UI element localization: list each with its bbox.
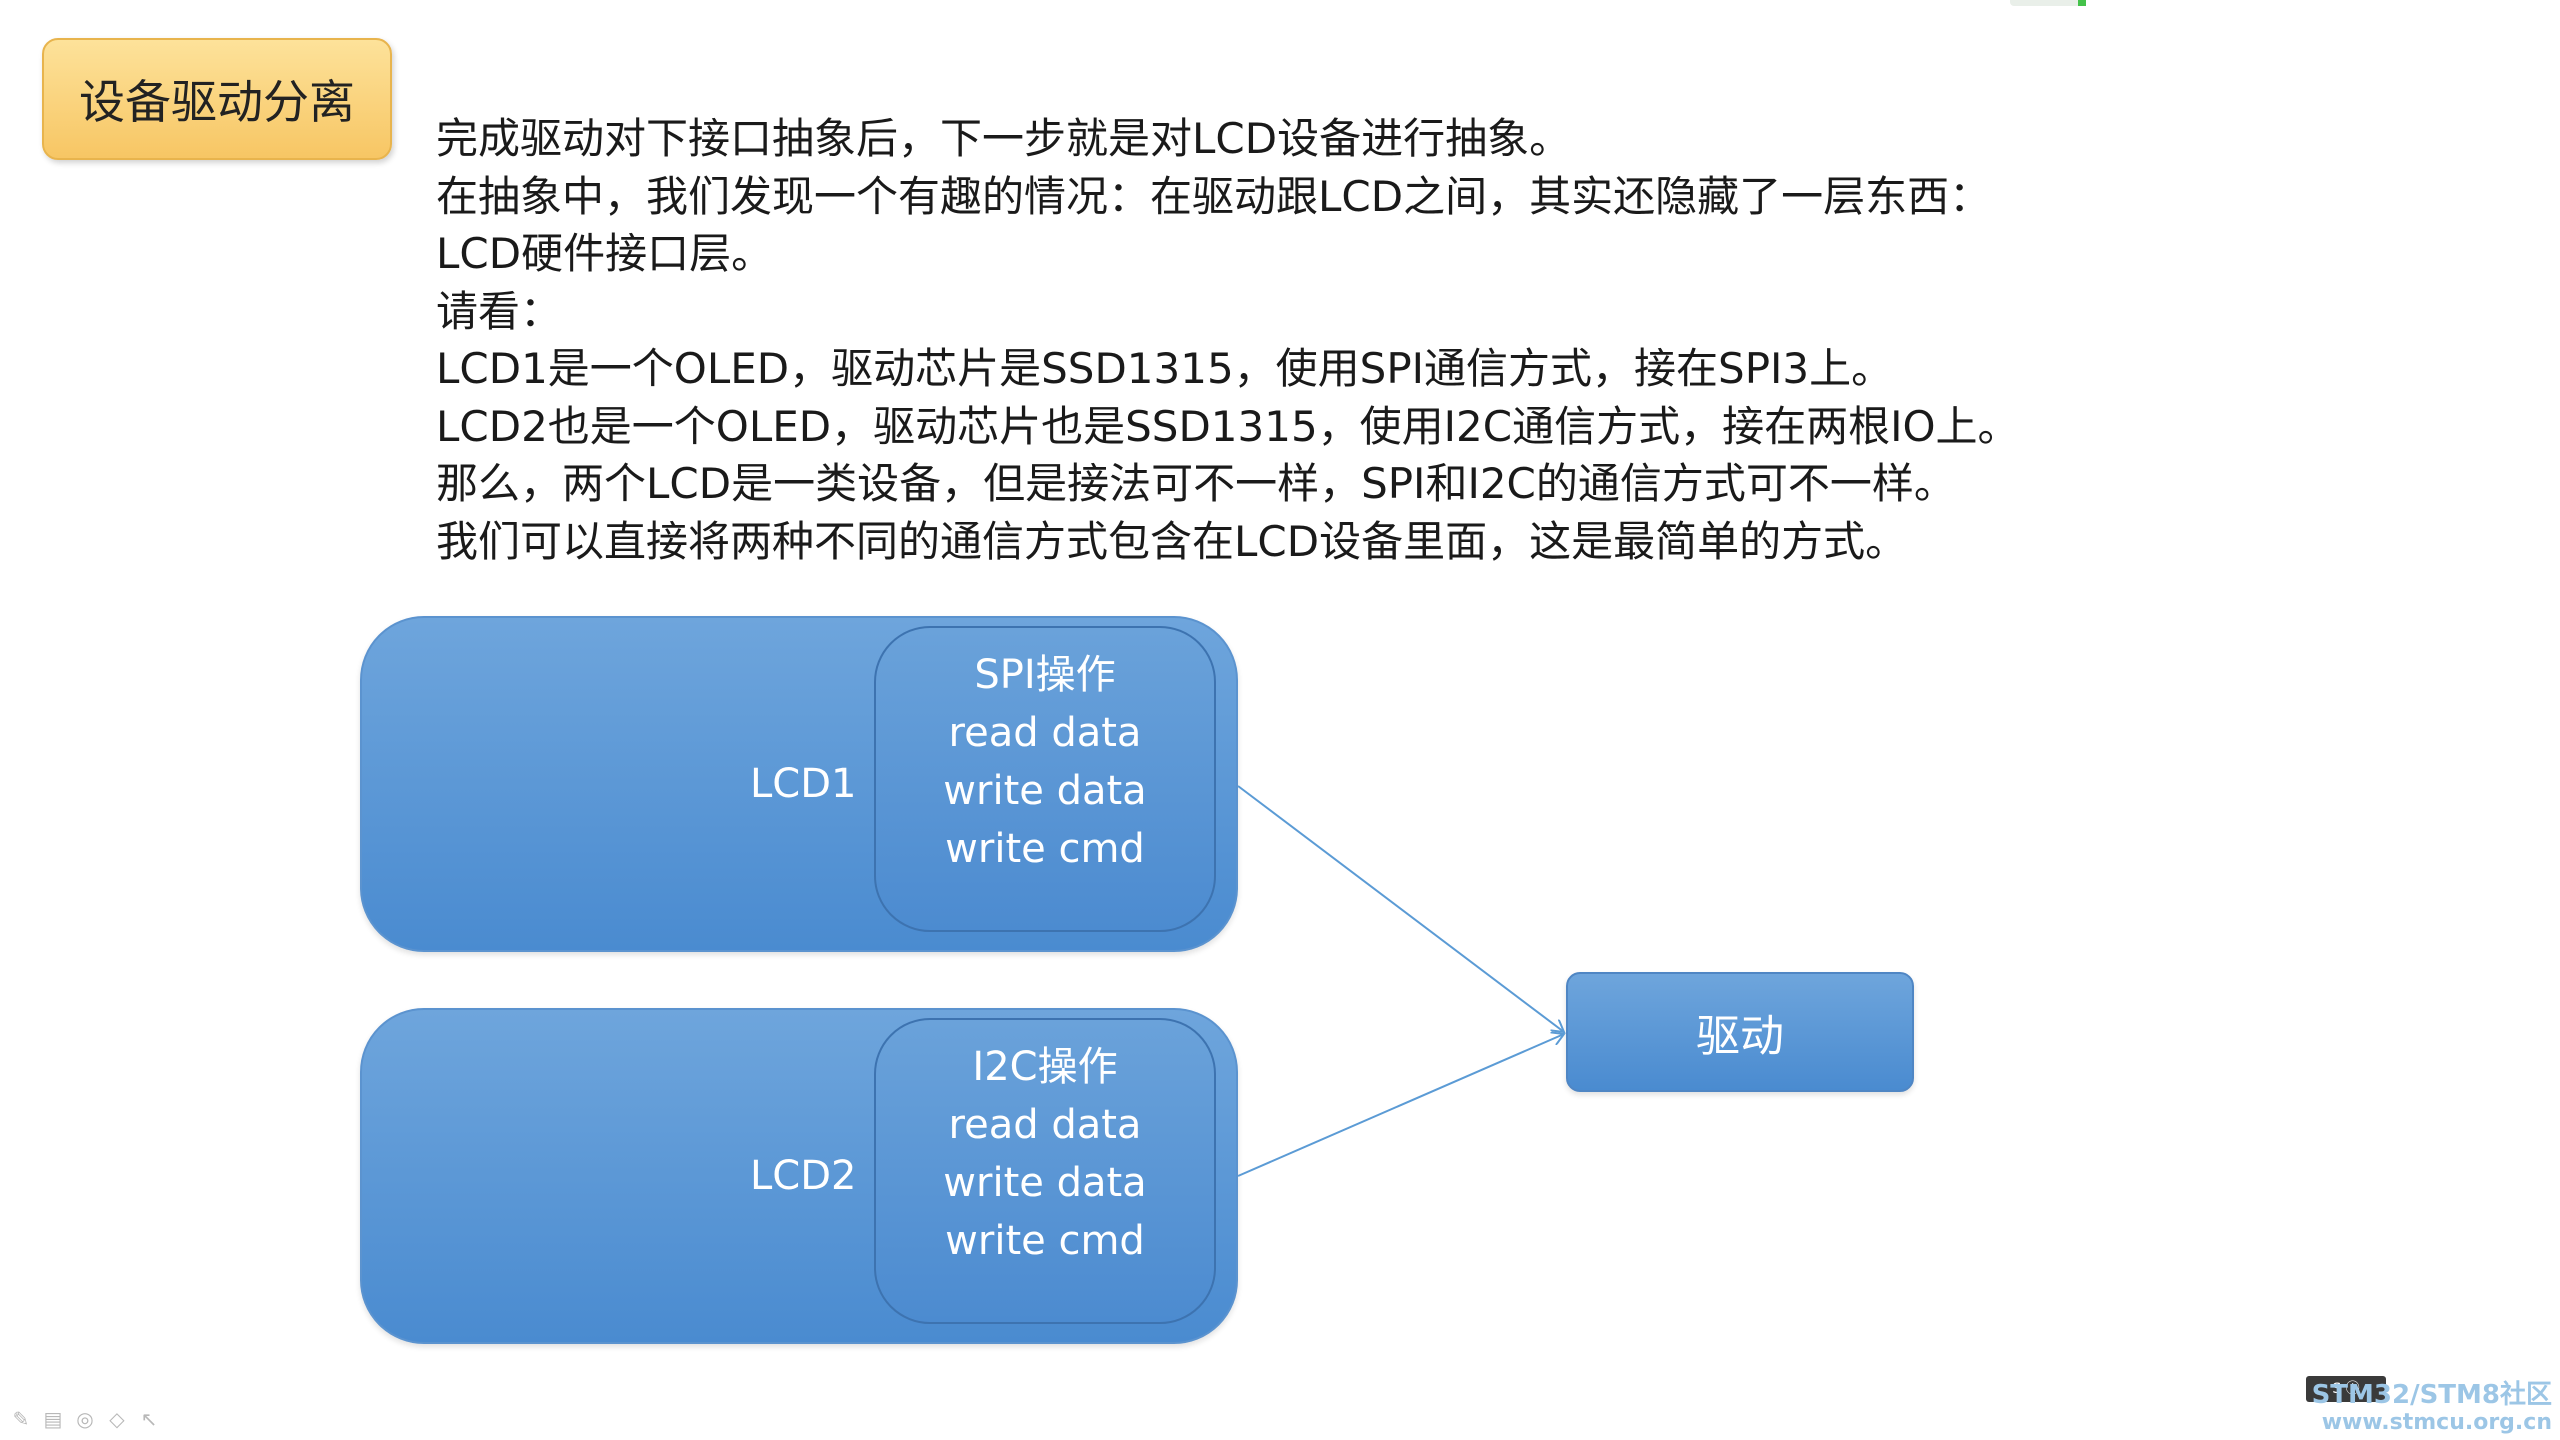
body-line: 在抽象中，我们发现一个有趣的情况：在驱动跟LCD之间，其实还隐藏了一层东西： — [436, 171, 1992, 221]
body-line: 完成驱动对下接口抽象后，下一步就是对LCD设备进行抽象。 — [436, 114, 1572, 163]
cursor-icon[interactable]: ↖ — [140, 1407, 158, 1431]
spi-op-write-cmd: write cmd — [945, 826, 1145, 872]
pointer-circle-icon[interactable]: ◎ — [76, 1407, 94, 1431]
body-line: 那么，两个LCD是一类设备，但是接法可不一样，SPI和I2C的通信方式可不一样。 — [436, 459, 1956, 508]
top-status-mark — [2010, 0, 2086, 6]
spi-ops-box: SPI操作 read data write data write cmd — [874, 626, 1216, 932]
slides-icon[interactable]: ▤ — [43, 1407, 63, 1431]
lcd2-box: LCD2 I2C操作 read data write data write cm… — [360, 1008, 1238, 1344]
i2c-op-write-cmd: write cmd — [945, 1218, 1145, 1264]
lcd1-label: LCD1 — [750, 761, 857, 807]
connector-lcd2-to-driver — [1237, 1034, 1564, 1177]
watermark-badge: S ⓘ — [2306, 1376, 2386, 1402]
i2c-op-read-data: read data — [948, 1102, 1142, 1148]
watermark-line1: STM32/STM8社区 — [2311, 1380, 2552, 1410]
body-line: 我们可以直接将两种不同的通信方式包含在LCD设备里面，这是最简单的方式。 — [436, 516, 1908, 566]
i2c-op-write-data: write data — [943, 1160, 1147, 1206]
i2c-ops-box: I2C操作 read data write data write cmd — [874, 1018, 1216, 1324]
watermark: STM32/STM8社区 www.stmcu.org.cn — [2312, 1380, 2552, 1436]
driver-box: 驱动 — [1566, 972, 1914, 1092]
slide-title: 设备驱动分离 — [42, 38, 392, 160]
connector-lcd1-to-driver — [1237, 785, 1564, 1032]
body-line: 请看： — [436, 286, 563, 336]
lcd1-box: LCD1 SPI操作 read data write data write cm… — [360, 616, 1238, 952]
watermark-line2: www.stmcu.org.cn — [2321, 1410, 2552, 1435]
presentation-toolbar: ✎ ▤ ◎ ◇ ↖ — [10, 1408, 160, 1430]
pen-icon[interactable]: ✎ — [12, 1407, 30, 1431]
spi-op-write-data: write data — [943, 768, 1147, 814]
body-line: LCD硬件接口层。 — [436, 229, 774, 278]
i2c-ops-title: I2C操作 — [972, 1044, 1118, 1090]
spi-op-read-data: read data — [948, 710, 1142, 756]
lcd2-label: LCD2 — [750, 1153, 857, 1199]
slide-body-text: 完成驱动对下接口抽象后，下一步就是对LCD设备进行抽象。 在抽象中，我们发现一个… — [436, 110, 2516, 570]
spi-ops-title: SPI操作 — [974, 652, 1116, 698]
body-line: LCD1是一个OLED，驱动芯片是SSD1315，使用SPI通信方式，接在SPI… — [436, 344, 1894, 393]
eraser-icon[interactable]: ◇ — [109, 1407, 125, 1431]
body-line: LCD2也是一个OLED，驱动芯片也是SSD1315，使用I2C通信方式，接在两… — [436, 401, 2020, 451]
